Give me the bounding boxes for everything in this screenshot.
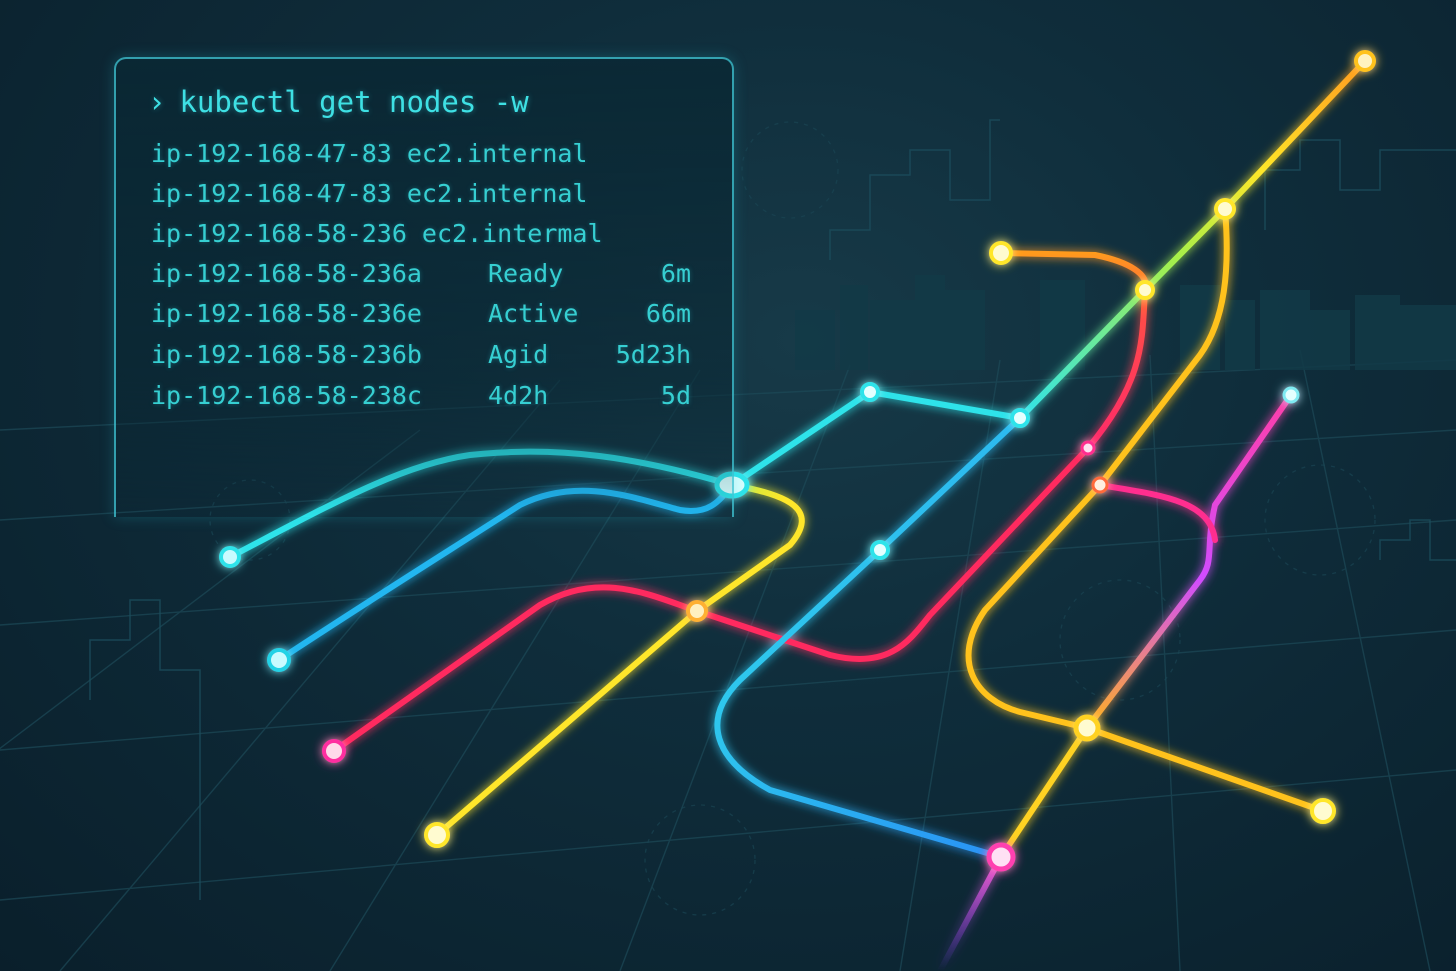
terminal-row: ip-192-168-58-236 ec2.intermal	[151, 219, 711, 253]
node-age: 5d	[660, 381, 691, 410]
node-status: Ready	[488, 259, 564, 288]
line-yellow-east	[965, 206, 1326, 814]
station-junction-north	[1135, 280, 1155, 300]
prompt-chevron-icon: ›	[148, 85, 166, 119]
node-age: 5d23h	[615, 340, 691, 369]
station-cyan-northeast	[1010, 408, 1030, 428]
command-text: kubectl get nodes -w	[179, 85, 529, 119]
terminal-row: ip-192-168-47-83 ec2.internal	[151, 179, 711, 213]
line-orange-red	[998, 250, 1149, 451]
line-yellow-south	[998, 725, 1090, 860]
line-diagonal-main	[1017, 58, 1368, 421]
node-status: Agid	[488, 340, 549, 369]
node-status: Active	[488, 299, 579, 328]
node-name: ip-192-168-47-83 ec2.internal	[151, 139, 588, 168]
station-diagonal-mid	[1214, 198, 1236, 220]
node-age: 6m	[660, 259, 691, 288]
station-pink-small	[1080, 440, 1096, 456]
line-cyan-loop	[714, 415, 1023, 860]
node-name: ip-192-168-58-236e	[151, 299, 422, 328]
station-cyan-north	[860, 382, 880, 402]
line-cyan-yellow	[434, 482, 805, 838]
node-name: ip-192-168-58-238c	[151, 381, 422, 410]
station-diagonal-terminus	[1354, 50, 1376, 72]
station-yellow-east	[1310, 798, 1336, 824]
terminal-row: ip-192-168-58-236b Agid 5d23h	[151, 340, 711, 374]
terminal-row: ip-192-168-47-83 ec2.internal	[151, 139, 711, 173]
station-cyan-mid	[870, 540, 890, 560]
line-pink-branch	[1097, 482, 1218, 543]
station-pink-east	[1282, 386, 1300, 404]
stations	[219, 50, 1376, 872]
terminal-panel: › kubectl get nodes -w ip-192-168-47-83 e…	[114, 57, 734, 517]
terminal-row: ip-192-168-58-236a Ready 6m	[151, 259, 711, 293]
terminal-command-line: › kubectl get nodes -w	[148, 85, 529, 119]
node-age: 66m	[645, 299, 691, 328]
station-yellow-southwest	[424, 822, 450, 848]
node-name: ip-192-168-58-236 ec2.intermal	[151, 219, 603, 248]
city-skyline	[795, 275, 1456, 370]
station-red-yellow-crossing	[686, 600, 708, 622]
line-tail	[937, 854, 1004, 971]
station-yellow-junction-south	[1073, 714, 1101, 742]
station-yellow-north	[989, 241, 1013, 265]
station-orange-small	[1091, 476, 1109, 494]
terminal-row: ip-192-168-58-238c 4d2h 5d	[151, 381, 711, 415]
node-status: 4d2h	[488, 381, 549, 410]
station-magenta-south	[986, 842, 1016, 872]
node-name: ip-192-168-58-236b	[151, 340, 422, 369]
node-name: ip-192-168-58-236a	[151, 259, 422, 288]
station-cyan-west	[219, 546, 241, 568]
node-name: ip-192-168-47-83 ec2.internal	[151, 179, 588, 208]
terminal-row: ip-192-168-58-236e Active 66m	[151, 299, 711, 333]
skyline-outline	[89, 119, 1456, 900]
station-red-west	[322, 739, 346, 763]
circuit-traces	[209, 121, 1376, 916]
line-pink-purple	[1084, 392, 1294, 731]
station-blue-west	[267, 648, 291, 672]
